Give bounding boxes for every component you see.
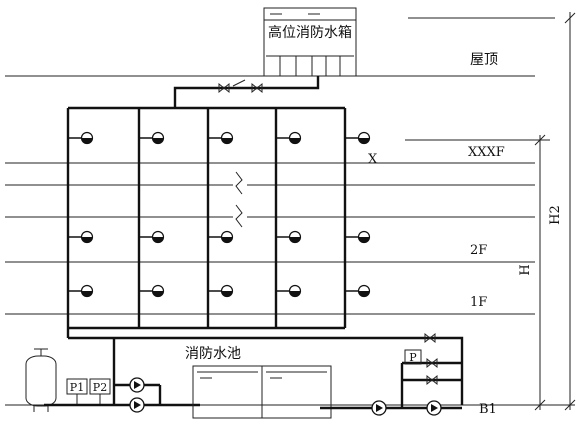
hydrant-group (68, 131, 371, 298)
dim-h2-label: H2 (548, 205, 563, 225)
hydrant-icon (345, 230, 371, 244)
tank-label: 高位消防水箱 (268, 24, 352, 41)
break-symbols (233, 171, 247, 228)
hydrant-icon (276, 230, 302, 244)
floor-lines (5, 17, 575, 406)
hydrant-icon (208, 284, 234, 298)
pump-icon (371, 400, 387, 416)
pressure-vessel (25, 348, 57, 412)
hydrant-icon (208, 131, 234, 145)
floor-label-2f: 2F (470, 243, 487, 258)
floor-label-roof: 屋顶 (470, 52, 498, 68)
pump-icon (426, 400, 442, 416)
hydrant-icon (139, 131, 165, 145)
floor-label-b1: B1 (479, 402, 497, 417)
dimension-lines: H H2 (518, 12, 576, 411)
floor-label-1f: 1F (470, 295, 487, 310)
roof-water-tank: 高位消防水箱 (263, 7, 357, 77)
gauge-p2-label: P2 (93, 381, 107, 394)
valve-icon (424, 332, 438, 386)
pool-label: 消防水池 (185, 346, 241, 362)
pump-piping-right (320, 361, 462, 410)
hydrant-icon (276, 284, 302, 298)
gauge-p1-label: P1 (70, 381, 84, 394)
hydrant-icon (276, 131, 302, 145)
fire-water-pool: 消防水池 (185, 346, 332, 419)
tank-outlet-pipe (173, 76, 320, 108)
hydrant-icon (68, 284, 94, 298)
gauge-p2: P2 (89, 378, 111, 405)
hydrant-icon (345, 284, 371, 298)
hydrant-icon (208, 230, 234, 244)
floor-label-top: XXXF (468, 145, 505, 160)
hydrant-icon (345, 131, 371, 145)
hydrant-icon (139, 230, 165, 244)
hydrant-icon (139, 284, 165, 298)
hydrant-marker-label: X (368, 152, 378, 167)
pump-icon (129, 397, 145, 413)
hydrant-icon (68, 230, 94, 244)
gauge-p-label: P (409, 351, 417, 364)
gauge-p1: P1 (66, 378, 88, 405)
hydrant-icon (68, 131, 94, 145)
dim-h-label: H (518, 264, 533, 275)
pump-piping-left (44, 338, 200, 407)
pump-icon (129, 377, 145, 393)
riser-network (66, 106, 464, 405)
gauge-p: P (404, 349, 422, 365)
